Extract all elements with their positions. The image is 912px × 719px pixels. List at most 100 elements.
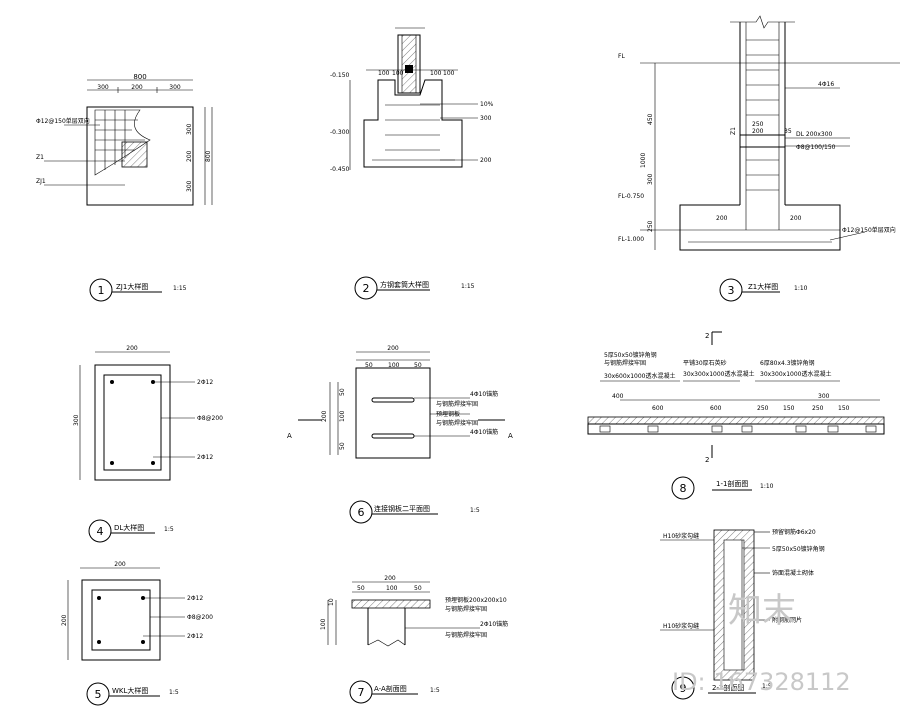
note: -0.450: [330, 166, 350, 173]
detail-2-sleeve: 100 100 100 100 -0.150 -0.300 -0.450 10%…: [330, 27, 494, 300]
detail-number: 7: [358, 686, 365, 699]
note: 与钢筋焊接牢固: [445, 631, 487, 639]
detail-number: 9: [680, 682, 687, 695]
dim-total: 800: [205, 150, 212, 162]
note: 6厚80x4.3镀锌角钢: [760, 359, 815, 367]
note: DL 200x300: [796, 131, 833, 138]
detail-4-dl: 200 300 2Φ12 Φ8@200 2Φ12 4 DL大样图 1:5: [73, 345, 223, 543]
dim: 100: [388, 362, 400, 369]
detail-title: WKL大样图: [112, 686, 148, 695]
dim: 300: [647, 173, 654, 185]
note: 4Φ16: [818, 81, 834, 88]
note: 4Φ10锚筋: [470, 390, 498, 398]
note: 30x600x1000透水混凝土: [604, 372, 675, 380]
dim: 200: [790, 215, 802, 222]
note: 预留钢筋Φ6x20: [772, 528, 816, 536]
dim: 100: [443, 70, 455, 77]
dim-total: 800: [133, 73, 146, 81]
section-mark: A: [508, 432, 513, 440]
detail-scale: 1:15: [461, 283, 475, 290]
dim: 200: [186, 150, 193, 162]
note: Φ8@200: [197, 415, 223, 422]
dim: 600: [652, 405, 664, 412]
dim: 300: [73, 414, 80, 426]
note: FL-0.750: [618, 193, 644, 200]
detail-scale: 1:5: [164, 526, 174, 533]
dim: 300: [186, 180, 193, 192]
column-section: [121, 141, 148, 168]
dim: 100: [378, 70, 390, 77]
note: Φ12@150单层双向: [842, 226, 896, 234]
watermark-id: ID: 167328112: [672, 668, 851, 696]
detail-number: 2: [363, 282, 370, 295]
detail-title: 连接钢板二平面图: [374, 504, 430, 513]
note: 预埋钢板: [436, 410, 460, 418]
note: 与钢筋焊接牢固: [436, 400, 478, 408]
detail-scale: 1:5: [169, 689, 179, 696]
dim: 200: [716, 215, 728, 222]
dim: 200: [126, 345, 138, 352]
note: 附钢筋网片: [772, 616, 802, 624]
detail-title: 方钢套筒大样图: [380, 280, 429, 289]
note: Φ8@100/150: [796, 144, 836, 151]
detail-5-wkl: 200 200 2Φ12 Φ8@200 2Φ12 5 WKL大样图 1:5: [61, 561, 213, 706]
dim: 250: [812, 405, 824, 412]
detail-title: ZJ1大样图: [116, 282, 148, 291]
note: Z1: [36, 154, 44, 161]
detail-title: DL大样图: [114, 523, 144, 532]
note: Φ12@150单层双向: [36, 117, 90, 125]
dim: 150: [783, 405, 795, 412]
detail-number: 8: [680, 482, 687, 495]
detail-number: 5: [95, 688, 102, 701]
detail-scale: 1:10: [760, 483, 774, 490]
dim-total: 1000: [640, 153, 647, 168]
watermark: 知末 ID: 167328112: [672, 591, 851, 696]
note: 预埋钢板200x200x10: [445, 596, 507, 604]
note: H10砂浆勾缝: [663, 622, 699, 630]
note: 2Φ10锚筋: [480, 620, 508, 628]
dim: 100: [320, 618, 327, 630]
dim: 150: [838, 405, 850, 412]
detail-9-section-22: H10砂浆勾缝 预留钢筋Φ6x20 5厚50x50镀锌角钢 饰面混凝土砌体 H1…: [660, 528, 825, 700]
detail-number: 3: [728, 284, 735, 297]
detail-title: A-A剖面图: [374, 684, 407, 693]
detail-8-section-11: 2 2 5厚50x50镀锌角钢 与钢筋焊接牢固 30x600x1000透水混凝土…: [587, 331, 885, 500]
dim: 250: [752, 121, 764, 128]
note: 300: [480, 115, 492, 122]
detail-3-z1: 450 300 250 1000 FL FL-0.750 FL-1.000 4Φ…: [618, 15, 900, 302]
dim: 10: [328, 598, 335, 606]
dim: 100: [392, 70, 404, 77]
note: 5厚50x50镀锌角钢: [604, 351, 657, 359]
dim: 600: [710, 405, 722, 412]
detail-6-plate: 200 50 100 50 50 100 50 200 A A 4Φ10锚筋 与…: [287, 345, 513, 524]
detail-scale: 1:10: [794, 285, 808, 292]
dim: 50: [365, 362, 373, 369]
dim: 50: [339, 388, 346, 396]
note: -0.300: [330, 129, 350, 136]
detail-scale: 1:15: [173, 285, 187, 292]
footing-plan: [86, 106, 194, 206]
dim: 50: [414, 362, 422, 369]
note: ZJ1: [36, 178, 46, 185]
note: 30x300x1000透水混凝土: [683, 370, 754, 378]
dim: 450: [647, 113, 654, 125]
dim-total: 200: [321, 410, 328, 422]
detail-7-section-aa: 200 50 100 50 100 10 预埋钢板200x200x10 与钢筋焊…: [320, 575, 508, 704]
note: 10%: [480, 101, 494, 108]
note: 饰面混凝土砌体: [772, 569, 814, 577]
note: FL: [618, 53, 625, 60]
dim: 250: [647, 220, 654, 232]
detail-number: 4: [97, 525, 104, 538]
note: 200: [480, 157, 492, 164]
note: 5厚50x50镀锌角钢: [772, 545, 825, 553]
dim: 50: [339, 442, 346, 450]
dim: 100: [430, 70, 442, 77]
dim: 100: [339, 410, 346, 422]
note: 30x300x1000透水混凝土: [760, 370, 831, 378]
detail-number: 6: [358, 506, 365, 519]
dim: 200: [131, 84, 143, 91]
section-mark: 2: [705, 332, 709, 340]
detail-scale: 1:5: [430, 687, 440, 694]
section-mark: A: [287, 432, 292, 440]
